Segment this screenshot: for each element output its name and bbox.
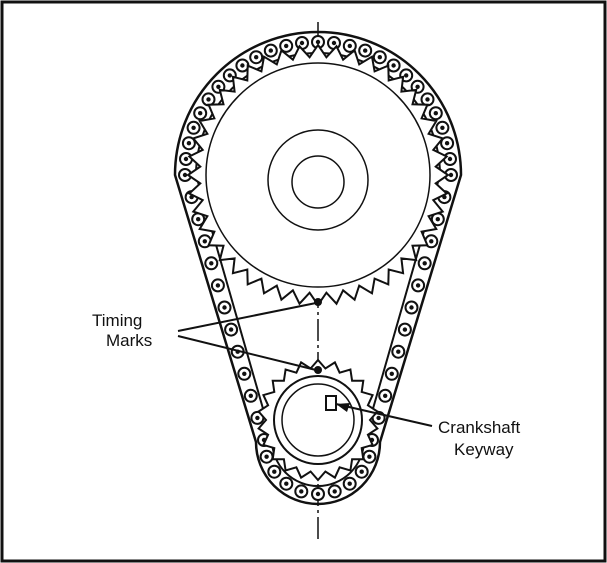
chain-roller-pin: [389, 371, 394, 376]
chain-roller-pin: [396, 349, 401, 354]
timing-marks-label-line1: Timing: [92, 311, 143, 330]
chain-roller-pin: [347, 481, 352, 486]
chain-roller-pin: [383, 393, 388, 398]
chain-roller-pin: [182, 172, 188, 178]
camshaft-hub-inner: [291, 155, 345, 209]
chain-roller-pin: [347, 43, 352, 49]
chain-roller-pin: [216, 84, 221, 90]
leader-timing-crank: [177, 335, 317, 371]
chain-rollers: [178, 35, 458, 501]
chain-roller-pin: [191, 125, 196, 130]
chain-roller-pin: [415, 283, 421, 288]
chain-roller-pin: [299, 489, 304, 494]
chain-roller-pin: [272, 469, 277, 474]
chain-roller-pin: [444, 141, 450, 146]
chain-roller-pin: [196, 217, 201, 222]
chain-roller-pin: [215, 283, 221, 288]
leader-keyway: [335, 403, 433, 427]
chain-roller-pin: [315, 491, 321, 497]
chain-roller-pin: [183, 156, 189, 162]
chain-roller-pin: [435, 217, 440, 222]
crankshaft-sprocket: [257, 358, 379, 482]
chain-roller-pin: [409, 305, 414, 310]
chain-roller-pin: [429, 239, 434, 244]
camshaft-sprocket-rim: [205, 62, 431, 288]
chain-roller-pin: [228, 327, 234, 332]
chain-roller-pin: [268, 48, 273, 53]
chain-roller-pin: [433, 111, 438, 116]
chain-roller-pin: [377, 55, 382, 60]
chain-roller-pin: [264, 454, 269, 459]
chain-roller-pin: [209, 261, 214, 266]
chain-roller-pin: [448, 172, 454, 178]
chain-roller-pin: [242, 371, 247, 376]
chain-roller-pin: [359, 469, 364, 474]
chain-roller-pin: [186, 141, 192, 146]
crankshaft-keyway-label-line1: Crankshaft: [438, 418, 521, 437]
chain-outer-outline: [173, 30, 463, 506]
crankshaft-bore-outer: [273, 375, 363, 465]
leader-keyway-arrowhead: [336, 403, 350, 412]
chain-roller-pin: [367, 454, 372, 459]
camshaft-timing-mark: [314, 298, 322, 306]
chain-roller-pin: [332, 489, 337, 494]
crankshaft-sprocket-teeth: [257, 358, 379, 482]
chain-roller-pin: [440, 125, 445, 130]
chain-roller-pin: [254, 55, 259, 60]
leader-timing-cam: [177, 302, 317, 332]
chain-roller-pin: [391, 63, 396, 68]
chain-roller-pin: [299, 40, 305, 46]
chain-roller-pin: [284, 43, 289, 49]
chain-roller-pin: [198, 111, 203, 116]
chain-roller-pin: [222, 305, 227, 310]
crankshaft-keyway-label-line2: Keyway: [454, 440, 514, 459]
chain-roller-pin: [404, 73, 409, 78]
crankshaft-keyway: [325, 395, 337, 411]
chain-roller-pin: [363, 48, 368, 53]
chain-roller-pin: [206, 97, 211, 102]
chain-roller-pin: [402, 327, 408, 332]
chain-roller-pin: [376, 415, 381, 421]
chain-roller-pin: [422, 261, 427, 266]
chain-roller-pin: [248, 393, 253, 398]
leader-lines: [177, 302, 433, 427]
chain-roller-pin: [255, 415, 260, 421]
crankshaft-timing-mark: [314, 366, 322, 374]
timing-marks-label-line2: Marks: [106, 331, 153, 350]
camshaft-sprocket-teeth: [186, 43, 450, 307]
chain-roller-pin: [202, 239, 207, 244]
chain-roller-pin: [415, 84, 420, 90]
chain-roller-pin: [240, 63, 245, 68]
chain-roller-pin: [227, 73, 232, 78]
chain-roller-pin: [315, 39, 321, 45]
chain-roller-pin: [447, 156, 453, 162]
crankshaft-bore-inner: [281, 383, 355, 457]
chain-roller-pin: [331, 40, 337, 46]
chain-roller-pin: [425, 97, 430, 102]
camshaft-sprocket: [186, 43, 450, 307]
camshaft-hub-outer: [267, 129, 369, 231]
chain-roller-pin: [284, 481, 289, 486]
